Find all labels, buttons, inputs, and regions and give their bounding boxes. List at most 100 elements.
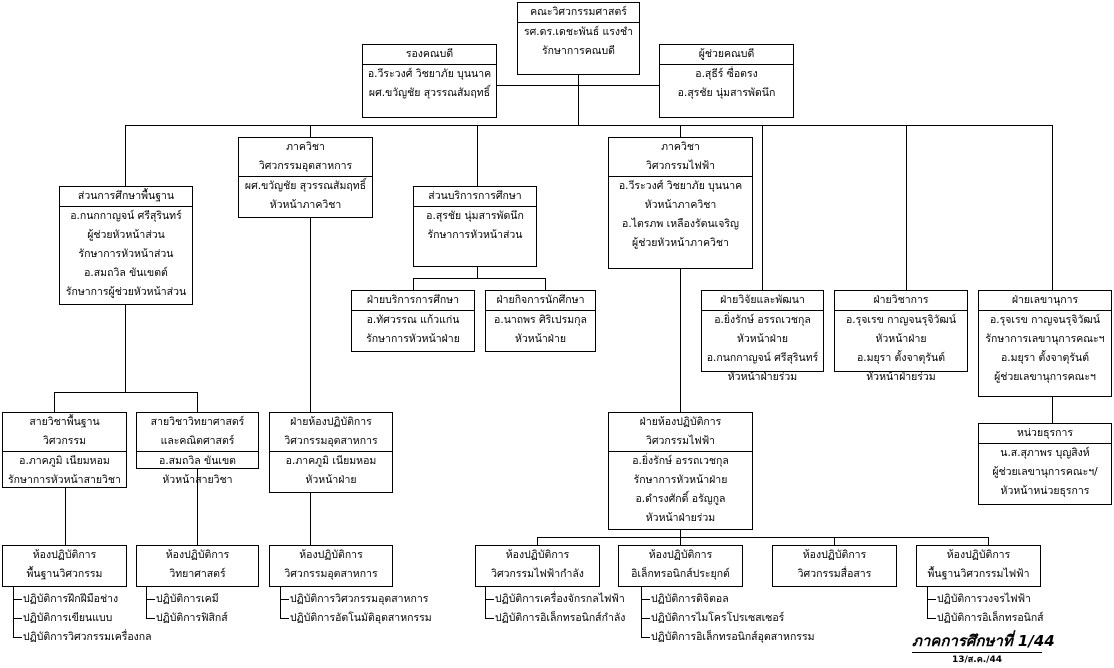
box-body: น.ส.สุภาพร บุญสิงห์ผู้ช่วยเลขานุการคณะฯ/… [979, 444, 1111, 501]
person-line: รักษาการหัวหน้าสายวิชา [8, 474, 121, 486]
org-box-lab-power: ห้องปฏิบัติการวิศวกรรมไฟฟ้ากำลัง [475, 545, 600, 587]
title-line: ฝ่ายวิชาการ [873, 294, 929, 306]
person-line: อ.สุรชัย นุ่มสารพัดนึก [426, 210, 524, 222]
person-line: รักษาการหัวหน้าฝ่าย [366, 333, 460, 345]
title-line: ฝ่ายกิจการนักศึกษา [496, 294, 585, 306]
lab-subitem: ปฏิบัติการเครื่องจักรกลไฟฟ้า [495, 593, 625, 605]
org-box-ind-dept: ภาควิชาวิศวกรรมอุตสาหการผศ.ขวัญชัย สุวรร… [238, 137, 373, 218]
person-line: หัวหน้าฝ่าย [514, 333, 566, 345]
box-title: ห้องปฏิบัติการพื้นฐานวิศวกรรมไฟฟ้า [917, 546, 1040, 584]
person-line: อ.ดำรงศักดิ์ อรัญกูล [635, 493, 726, 505]
org-box-academic: ฝ่ายวิชาการอ.รุจเรข กาญจนรุจิวัฒน์หัวหน้… [834, 290, 968, 383]
org-box-lab-basic-ee: ห้องปฏิบัติการพื้นฐานวิศวกรรมไฟฟ้า [916, 545, 1041, 587]
title-line: ห้องปฏิบัติการ [946, 549, 1011, 561]
person-line: รักษาการหัวหน้าส่วน [78, 248, 174, 260]
title-line: วิศวกรรม [42, 435, 86, 447]
person-line: หัวหน้าฝ่ายร่วม [645, 512, 716, 524]
semester-label: ภาคการศึกษาที่ 1/44 [912, 632, 1055, 650]
person-line: รศ.ดร.เดชะพันธ์ แรงชำ [523, 26, 633, 38]
person-line: รักษาการคณบดี [542, 45, 615, 57]
org-box-dean: คณะวิศวกรรมศาสตร์รศ.ดร.เดชะพันธ์ แรงชำรั… [517, 2, 640, 75]
date-label: 13/ส.ค./44 [952, 655, 1002, 665]
box-title: ห้องปฏิบัติการวิทยาศาสตร์ [137, 546, 258, 584]
title-line: อิเล็กทรอนิกส์ประยุกต์ [631, 568, 730, 580]
person-line: อ.นาถพร ศิริเปรมกุล [494, 314, 587, 326]
person-line: อ.รุจเรข กาญจนรุจิวัฒน์ [989, 314, 1101, 326]
person-line: อ.รุจเรข กาญจนรุจิวัฒน์ [845, 314, 957, 326]
box-title: ฝ่ายวิชาการ [835, 291, 967, 311]
box-body: อ.สุธีร์ ซื่อตรงอ.สุรชัย นุ่มสารพัดนึก [660, 65, 793, 103]
title-line: ส่วนบริการการศึกษา [428, 190, 522, 202]
box-title: ผู้ช่วยคณบดี [660, 45, 793, 65]
box-title: หน่วยธุรการ [979, 424, 1111, 444]
org-box-asst-dean: ผู้ช่วยคณบดีอ.สุธีร์ ซื่อตรงอ.สุรชัย นุ่… [659, 44, 794, 118]
org-box-lab-ind: ห้องปฏิบัติการวิศวกรรมอุตสาหการ [269, 545, 393, 587]
box-title: คณะวิศวกรรมศาสตร์ [518, 3, 639, 23]
title-line: ห้องปฏิบัติการ [802, 549, 867, 561]
person-line: หัวหน้าฝ่าย [305, 474, 357, 486]
box-title: รองคณบดี [363, 45, 496, 65]
org-box-secretary: ฝ่ายเลขานุการอ.รุจเรข กาญจนรุจิวัฒน์รักษ… [978, 290, 1112, 397]
person-line: หัวหน้าสายวิชา [162, 474, 233, 486]
box-body: อ.รุจเรข กาญจนรุจิวัฒน์หัวหน้าฝ่ายอ.มยุร… [835, 311, 967, 387]
box-title: ห้องปฏิบัติการพื้นฐานวิศวกรรม [3, 546, 126, 584]
org-box-ed-service-unit: ฝ่ายบริการการศึกษาอ.ทัศวรรณ แก้วแก่นรักษ… [351, 290, 475, 352]
title-line: และคณิตศาสตร์ [160, 435, 235, 447]
lab-subitem: ปฏิบัติการดิจิตอล [651, 593, 729, 605]
person-line: ผู้ช่วยหัวหน้าส่วน [87, 229, 165, 241]
box-body: อ.รุจเรข กาญจนรุจิวัฒน์รักษาการเลขานุการ… [979, 311, 1111, 387]
person-line: น.ส.สุภาพร บุญสิงห์ [1000, 447, 1090, 459]
person-line: หัวหน้าฝ่าย [736, 333, 788, 345]
org-box-lab-basic-eng: ห้องปฏิบัติการพื้นฐานวิศวกรรม [2, 545, 127, 587]
box-body: อ.ยิ่งรักษ์ อรรถเวชกุลรักษาการหัวหน้าฝ่า… [609, 452, 752, 528]
title-line: พื้นฐานวิศวกรรมไฟฟ้า [927, 568, 1030, 580]
person-line: อ.กนกกาญจน์ ศรีสุรินทร์ [70, 210, 182, 222]
person-line: หัวหน้าภาควิชา [644, 199, 717, 211]
person-line: หัวหน้าภาควิชา [269, 199, 342, 211]
person-line: อ.สมถวิล ขันเขตต์ [84, 267, 168, 279]
box-title: ฝ่ายบริการการศึกษา [352, 291, 474, 311]
box-title: ฝ่ายกิจการนักศึกษา [486, 291, 595, 311]
box-title: ภาควิชาวิศวกรรมอุตสาหการ [239, 138, 372, 177]
box-body: ผศ.ขวัญชัย สุวรรณสัมฤทธิ์หัวหน้าภาควิชา [239, 177, 372, 215]
person-line: ผู้ช่วยเลขานุการคณะฯ/ [992, 466, 1098, 478]
title-line: สายวิชาวิทยาศาสตร์ [150, 416, 245, 428]
org-box-student-affairs: ฝ่ายกิจการนักศึกษาอ.นาถพร ศิริเปรมกุลหัว… [485, 290, 596, 352]
box-body: อ.ภาคภูมิ เนียมหอมรักษาการหัวหน้าสายวิชา [3, 452, 126, 490]
box-title: ฝ่ายห้องปฏิบัติการวิศวกรรมไฟฟ้า [609, 413, 752, 452]
person-line: อ.สุรชัย นุ่มสารพัดนึก [677, 87, 776, 99]
lab-subitem: ปฏิบัติการอิเล็กทรอนิกส์กำลัง [495, 612, 626, 624]
box-body: อ.นาถพร ศิริเปรมกุลหัวหน้าฝ่าย [486, 311, 595, 349]
person-line: อ.ไตรภพ เหลืองรัตนเจริญ [622, 218, 739, 230]
title-line: ภาควิชา [661, 141, 700, 153]
org-box-vice-dean: รองคณบดีอ.วีระวงศ์ วิชยาภัย บุนนาคผศ.ขวั… [362, 44, 497, 118]
org-box-ind-lab-unit: ฝ่ายห้องปฏิบัติการวิศวกรรมอุตสาหการอ.ภาค… [269, 412, 393, 493]
title-line: วิศวกรรมอุตสาหการ [284, 568, 378, 580]
box-title: ฝ่ายวิจัยและพัฒนา [702, 291, 823, 311]
title-line: วิศวกรรมอุตสาหการ [284, 435, 378, 447]
title-line: รองคณบดี [405, 48, 454, 60]
org-box-ee-lab-unit: ฝ่ายห้องปฏิบัติการวิศวกรรมไฟฟ้าอ.ยิ่งรัก… [608, 412, 753, 530]
person-line: อ.สมถวิล ขันเขต [159, 455, 236, 467]
lab-subitem: ปฏิบัติการฟิสิกส์ [156, 612, 228, 624]
person-line: ผู้ช่วยหัวหน้าภาควิชา [632, 237, 729, 249]
person-line: ผศ.ขวัญชัย สุวรรณสัมฤทธิ์ [368, 87, 491, 99]
title-line: หน่วยธุรการ [1016, 427, 1074, 439]
box-title: ห้องปฏิบัติการวิศวกรรมสื่อสาร [773, 546, 896, 584]
person-line: ผู้ช่วยเลขานุการคณะฯ [994, 371, 1096, 383]
lab-subitem: ปฏิบัติการไมโครโปรเซสเซอร์ [651, 612, 785, 624]
org-box-admin-unit: หน่วยธุรการน.ส.สุภาพร บุญสิงห์ผู้ช่วยเลข… [978, 423, 1112, 505]
org-box-sci-math: สายวิชาวิทยาศาสตร์และคณิตศาสตร์อ.สมถวิล … [136, 412, 259, 486]
lab-subitem: ปฏิบัติการอิเล็กทรอนิกส์ [937, 612, 1044, 624]
box-title: ห้องปฏิบัติการวิศวกรรมอุตสาหการ [270, 546, 392, 584]
box-body: อ.ทัศวรรณ แก้วแก่นรักษาการหัวหน้าฝ่าย [352, 311, 474, 349]
box-body: อ.กนกกาญจน์ ศรีสุรินทร์ผู้ช่วยหัวหน้าส่ว… [60, 207, 192, 302]
person-line: อ.วีระวงศ์ วิชยาภัย บุนนาค [618, 180, 743, 192]
person-line: อ.มยุรา ตั้งจาตุรันต์ [856, 352, 946, 364]
person-line: อ.ภาคภูมิ เนียมหอม [285, 455, 377, 467]
box-body: อ.สุรชัย นุ่มสารพัดนึกรักษาการหัวหน้าส่ว… [414, 207, 536, 245]
person-line: รักษาการเลขานุการคณะฯ [985, 333, 1105, 345]
person-line: หัวหน้าฝ่ายร่วม [866, 371, 936, 383]
title-line: พื้นฐานวิศวกรรม [26, 568, 103, 580]
org-box-lab-sci: ห้องปฏิบัติการวิทยาศาสตร์ [136, 545, 259, 587]
